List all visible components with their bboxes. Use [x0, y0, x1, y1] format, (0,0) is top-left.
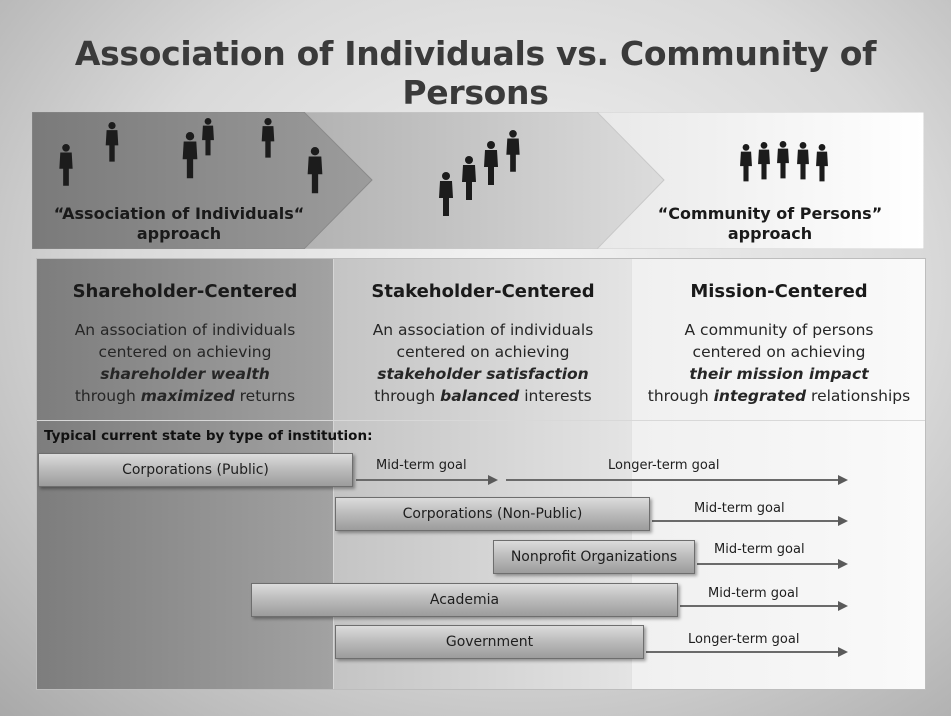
desc-text: through	[74, 387, 141, 405]
person-icon	[439, 172, 453, 216]
bar-corporations-non-public: Corporations (Non-Public)	[335, 497, 650, 531]
person-icon	[307, 147, 323, 194]
desc-line: An association of individuals	[372, 321, 594, 339]
desc-line: An association of individuals	[74, 321, 296, 339]
person-icon	[484, 141, 498, 185]
goal-label: Mid-term goal	[714, 542, 805, 557]
desc-emphasis: stakeholder satisfaction	[377, 365, 589, 383]
person-icon	[758, 142, 770, 180]
desc-emphasis: maximized	[140, 387, 235, 405]
chevron-1	[32, 112, 373, 249]
person-icon	[740, 144, 752, 182]
person-icon	[261, 118, 275, 158]
desc-text: through	[374, 387, 441, 405]
goal-label: Longer-term goal	[688, 632, 800, 647]
column-heading: Shareholder-Centered	[72, 281, 298, 302]
desc-emphasis: integrated	[713, 387, 807, 405]
goal-label: Mid-term goal	[376, 458, 467, 473]
desc-text: returns	[234, 387, 296, 405]
divider	[37, 420, 925, 421]
association-approach-label: “Association of Individuals“ approach	[53, 204, 305, 243]
column-description: An association of individuals centered o…	[334, 319, 632, 407]
column-mission: Mission-Centered A community of persons …	[631, 259, 925, 689]
desc-line: A community of persons	[684, 321, 874, 339]
desc-text: relationships	[806, 387, 911, 405]
desc-line: centered on achieving	[692, 343, 866, 361]
goal-label: Mid-term goal	[708, 586, 799, 601]
chevron-graphic	[32, 112, 924, 249]
desc-text: through	[647, 387, 714, 405]
goal-label: Longer-term goal	[608, 458, 720, 473]
person-icon	[202, 118, 214, 156]
person-icon	[59, 144, 73, 186]
person-icon	[797, 142, 809, 180]
person-icon	[105, 122, 119, 162]
desc-emphasis: their mission impact	[689, 365, 869, 383]
bar-government: Government	[335, 625, 644, 659]
bar-corporations-public: Corporations (Public)	[38, 453, 353, 487]
person-icon	[182, 132, 198, 179]
desc-line: centered on achieving	[396, 343, 570, 361]
desc-text: interests	[519, 387, 592, 405]
column-heading: Stakeholder-Centered	[371, 281, 595, 302]
person-icon	[816, 144, 828, 182]
slide-title: Association of Individuals vs. Community…	[74, 34, 877, 112]
community-approach-label: “Community of Persons” approach	[657, 204, 883, 243]
desc-line: centered on achieving	[98, 343, 272, 361]
approach-chevron-band: “Association of Individuals“ approach “C…	[32, 112, 924, 249]
bar-academia: Academia	[251, 583, 678, 617]
person-icon	[777, 141, 789, 179]
person-icon	[506, 130, 520, 172]
desc-emphasis: shareholder wealth	[100, 365, 270, 383]
desc-emphasis: balanced	[440, 387, 520, 405]
column-description: An association of individuals centered o…	[37, 319, 333, 407]
column-heading: Mission-Centered	[690, 281, 868, 302]
column-description: A community of persons centered on achie…	[632, 319, 925, 407]
column-stakeholder: Stakeholder-Centered An association of i…	[333, 259, 632, 689]
goal-label: Mid-term goal	[694, 501, 785, 516]
bar-nonprofit-organizations: Nonprofit Organizations	[493, 540, 695, 574]
person-icon	[462, 156, 476, 200]
typical-state-label: Typical current state by type of institu…	[44, 428, 373, 444]
